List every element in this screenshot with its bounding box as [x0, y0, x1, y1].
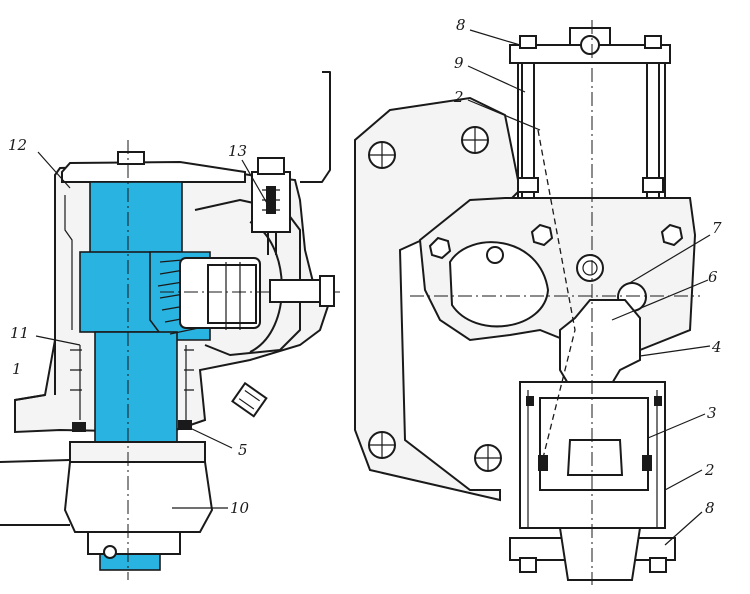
lever-nut [87, 531, 181, 555]
piston-head [566, 439, 624, 476]
bottom-lug [558, 527, 642, 581]
leader-8-bottom [664, 511, 703, 546]
hidden-line [537, 129, 576, 471]
shaft-upper [89, 181, 183, 257]
right-front-view [354, 20, 700, 585]
leader-13 [241, 159, 269, 206]
leader-4 [639, 345, 711, 357]
leader-8-top [469, 29, 521, 46]
casing-inner [527, 390, 658, 528]
callout-13: 13 [228, 142, 247, 160]
leader-9 [467, 65, 526, 93]
pin-lines [225, 262, 241, 330]
callout-8-bottom: 8 [705, 499, 715, 517]
shaft-lower [94, 331, 178, 443]
housing-inner-wall [64, 195, 73, 330]
callout-10: 10 [230, 499, 250, 517]
rod-nut-right [642, 177, 664, 193]
grease-fitting [231, 381, 268, 418]
leader-2-bottom [664, 469, 703, 491]
callout-12: 12 [8, 136, 27, 154]
leader-2-top [467, 99, 541, 131]
hex-nut-3 [660, 223, 684, 247]
callout-6: 6 [708, 268, 718, 286]
leader-12 [37, 151, 71, 189]
callout-5: 5 [238, 441, 248, 459]
lever-pin [103, 545, 117, 559]
lug-hole [580, 35, 600, 55]
bearing-marks [70, 349, 194, 391]
valve-cap [257, 157, 285, 175]
leader-7 [627, 234, 711, 285]
callout-2-bottom: 2 [704, 461, 715, 479]
eccentric-cam [448, 241, 550, 328]
callouts: 12 13 11 1 5 10 8 9 2 7 6 4 3 2 8 [8, 16, 722, 546]
callout-2-top: 2 [453, 88, 464, 106]
crank-pin [207, 264, 257, 324]
hole-centres [369, 127, 501, 471]
seal-left [72, 422, 86, 432]
bottom-nut-right [649, 557, 667, 573]
callout-7: 7 [712, 219, 722, 237]
bushing-lines [79, 345, 187, 420]
valve-assembly [251, 157, 291, 255]
tie-rod-right [646, 63, 660, 198]
piston-seal-left [538, 455, 548, 471]
valve-duct [267, 232, 277, 255]
hex-nut-2 [530, 223, 554, 247]
callout-9: 9 [454, 54, 464, 72]
hex-nut-1 [428, 236, 452, 260]
bottom-nut-left [519, 557, 537, 573]
rod-nut-left [517, 177, 539, 193]
adjuster-bolt [576, 254, 604, 282]
lever [63, 441, 214, 559]
lever-hub-top [69, 441, 206, 465]
adjusting-nut [319, 275, 335, 307]
valve-stem [266, 186, 276, 214]
callout-11: 11 [10, 324, 29, 342]
housing-flange [14, 175, 56, 432]
shaft [79, 181, 211, 571]
frame-beam [0, 459, 71, 526]
top-cover [61, 160, 246, 183]
callout-8-top: 8 [456, 16, 466, 34]
left-sectional-view [0, 71, 340, 580]
piston-seal-right [642, 455, 652, 471]
top-bolt [117, 151, 145, 165]
casing-seal-tl [526, 396, 534, 406]
leader-3 [647, 413, 706, 439]
callout-3: 3 [707, 404, 717, 422]
seal-right [178, 420, 192, 430]
tie-rod-left [521, 63, 535, 198]
callout-1: 1 [12, 360, 22, 378]
adjuster-bolt-inner [582, 260, 598, 276]
leader-6 [611, 279, 709, 321]
callout-4: 4 [711, 338, 722, 356]
leader-11 [35, 335, 81, 346]
bracket-arm [300, 71, 331, 183]
stud-nut-right [644, 35, 662, 49]
casing-seal-tr [654, 396, 662, 406]
adjusting-screw [269, 279, 323, 303]
cam-bolt [486, 246, 504, 264]
stud-nut-left [519, 35, 537, 49]
leader-5 [189, 427, 233, 449]
lever-body [63, 461, 214, 533]
